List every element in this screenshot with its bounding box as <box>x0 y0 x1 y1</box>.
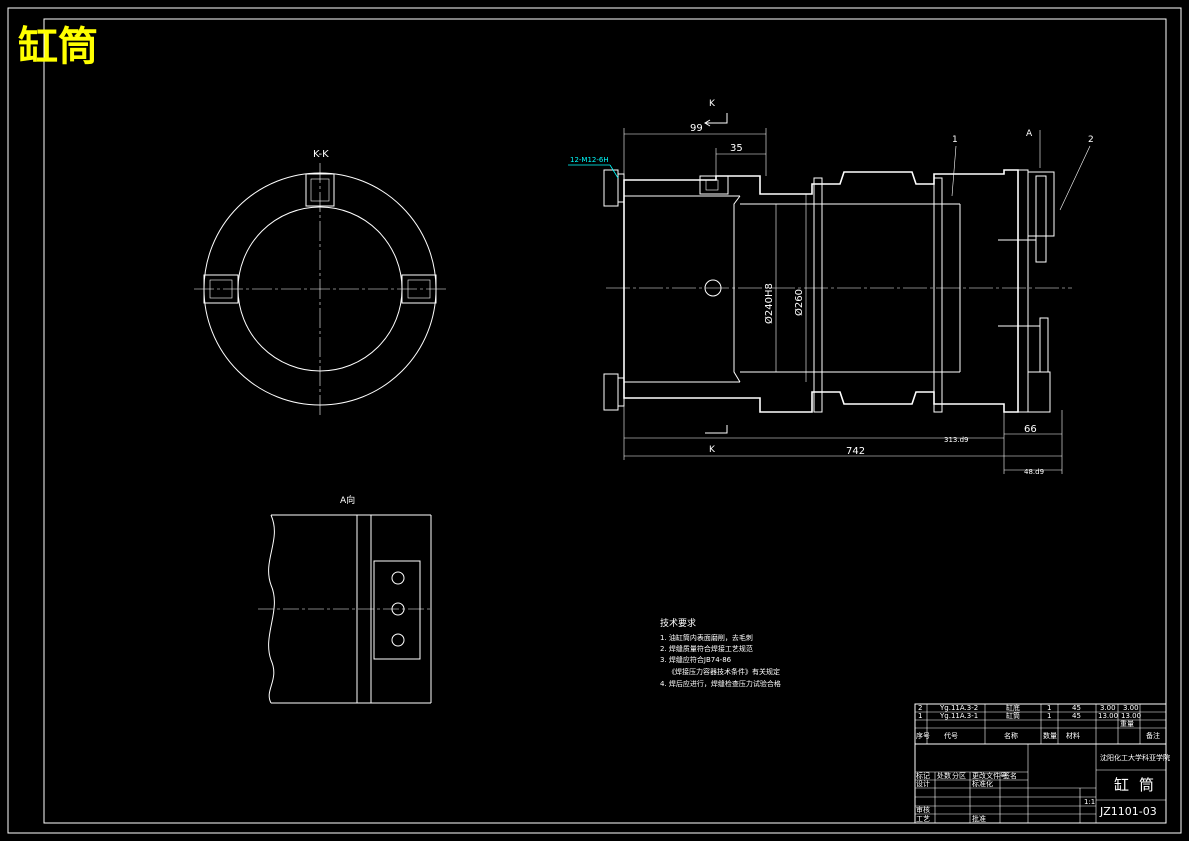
tb-row-review: 审核 <box>916 805 930 814</box>
tb-drawing-name: 缸筒 <box>1114 776 1164 794</box>
detail-a-view: A向 <box>258 494 432 704</box>
thread-callout: 12-M12-6H <box>570 156 609 164</box>
part-1-code: Yg.11A.3-1 <box>939 712 978 720</box>
tb-row-approve: 批准 <box>972 814 986 823</box>
tb-row-change: 更改文件号 <box>972 771 1007 780</box>
tb-row-zone: 分区 <box>952 771 966 780</box>
tb-row-process: 工艺 <box>916 815 930 823</box>
k-mark-bottom: K <box>709 445 716 455</box>
tb-row-design: 设计 <box>916 779 930 788</box>
tech-heading: 技术要求 <box>660 617 696 629</box>
part-2-total-weight: 3.00 <box>1123 704 1139 712</box>
tb-row-mark: 标记 <box>916 771 930 780</box>
dim-48: 48.d9 <box>1024 468 1044 476</box>
dim-bore: Ø240H8 <box>763 283 775 324</box>
cylinder-outline <box>623 169 1019 413</box>
dim-outer: Ø260 <box>793 289 805 316</box>
dim-66: 66 <box>1024 424 1037 435</box>
tb-row-sign: 签名 <box>1003 771 1017 780</box>
tb-scale: 1:1 <box>1084 798 1095 806</box>
part-2-name: 缸底 <box>1006 703 1020 712</box>
header-weight: 重量 <box>1120 720 1134 728</box>
tech-item-4: 《焊接压力容器技术条件》有关规定 <box>668 667 780 676</box>
tech-item-3: 3. 焊缝应符合JB74-86 <box>660 655 732 664</box>
inner-frame <box>43 18 1167 824</box>
tech-item-2: 2. 焊缝质量符合焊接工艺规范 <box>660 644 753 653</box>
part-2-no: 2 <box>918 704 922 712</box>
dim-99: 99 <box>690 123 703 134</box>
header-qty: 数量 <box>1043 731 1057 740</box>
tb-row-count: 处数 <box>937 771 951 780</box>
drawing-title: 缸筒 <box>18 23 98 70</box>
header-name: 名称 <box>1004 731 1018 740</box>
part-2-code: Yg.11A.3-2 <box>939 704 978 712</box>
header-remark: 备注 <box>1146 731 1160 740</box>
part-2-unit-weight: 3.00 <box>1100 704 1116 712</box>
dim-313: 313.d9 <box>944 436 968 444</box>
item-number-1: 1 <box>952 135 958 145</box>
tb-drawing-no: JZ1101-03 <box>1099 805 1157 818</box>
k-mark-top: K <box>709 99 716 109</box>
header-code: 代号 <box>944 731 958 740</box>
tech-item-1: 1. 油缸筒内表面磨削，去毛刺 <box>660 633 753 642</box>
section-kk-label: K-K <box>313 149 329 160</box>
item-number-2: 2 <box>1088 135 1094 145</box>
part-1-qty: 1 <box>1047 712 1051 720</box>
title-block: 2 Yg.11A.3-2 缸底 1 45 3.00 3.00 1 Yg.11A.… <box>914 703 1170 824</box>
tech-item-5: 4. 焊后应进行，焊缝检查压力试验合格 <box>660 679 781 688</box>
part-1-total-weight: 13.00 <box>1121 712 1141 720</box>
tech-requirements: 技术要求 1. 油缸筒内表面磨削，去毛刺 2. 焊缝质量符合焊接工艺规范 3. … <box>660 617 781 688</box>
section-kk-view: K-K <box>194 149 446 415</box>
outer-frame <box>7 7 1182 834</box>
main-view: K K <box>568 99 1094 476</box>
tb-school: 沈阳化工大学科亚学院 <box>1100 753 1170 762</box>
header-no: 序号 <box>916 731 930 740</box>
detail-a-label: A向 <box>340 494 355 506</box>
part-1-unit-weight: 13.00 <box>1098 712 1118 720</box>
dim-742: 742 <box>846 446 865 457</box>
part-1-material: 45 <box>1072 712 1081 720</box>
view-mark-a: A <box>1026 129 1033 139</box>
dim-35: 35 <box>730 143 743 154</box>
part-2-qty: 1 <box>1047 704 1051 712</box>
header-material: 材料 <box>1066 731 1080 740</box>
part-1-name: 缸筒 <box>1006 711 1020 720</box>
part-1-no: 1 <box>918 712 922 720</box>
tb-row-std: 标准化 <box>972 779 993 788</box>
part-2-material: 45 <box>1072 704 1081 712</box>
